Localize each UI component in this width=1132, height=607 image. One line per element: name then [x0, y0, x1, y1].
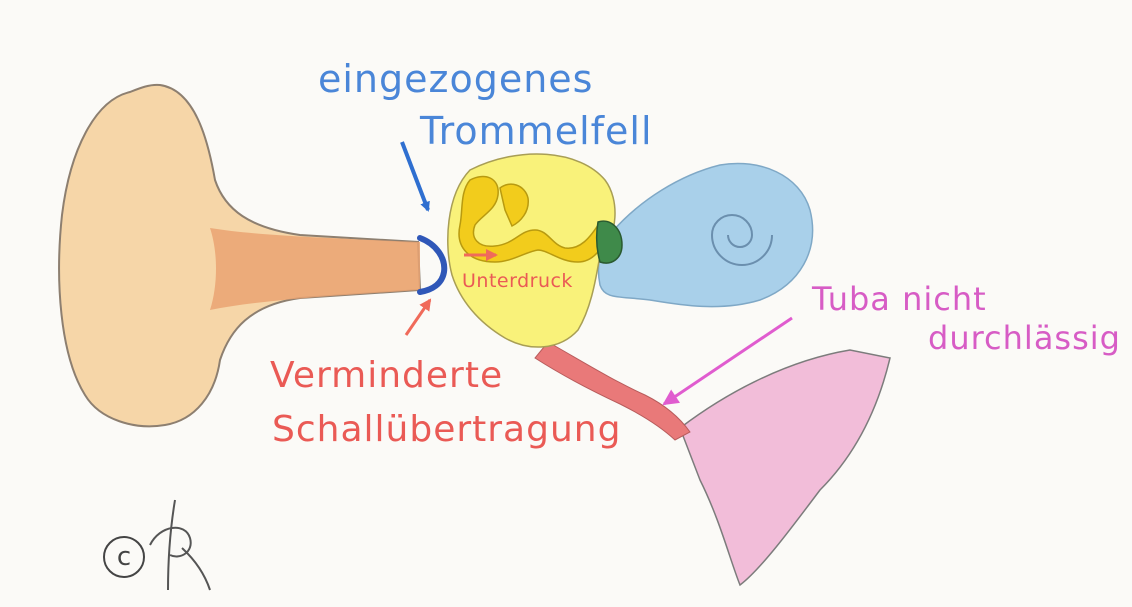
- label-trommelfell: Trommelfell: [420, 112, 653, 150]
- eardrum: [420, 238, 444, 292]
- label-schalluebertragung: Schallübertragung: [272, 412, 621, 448]
- signature: [150, 500, 210, 590]
- label-verminderte: Verminderte: [270, 358, 503, 394]
- nasopharynx: [680, 350, 890, 585]
- label-tuba-line1: Tuba nicht: [812, 283, 987, 315]
- copyright-mark: c: [103, 536, 145, 578]
- label-tuba-line2: durchlässig: [928, 322, 1121, 354]
- arrow-verminderte: [406, 300, 430, 335]
- cochlea: [599, 163, 813, 306]
- label-eingezogenes: eingezogenes: [318, 60, 593, 98]
- label-unterdruck: Unterdruck: [462, 272, 573, 291]
